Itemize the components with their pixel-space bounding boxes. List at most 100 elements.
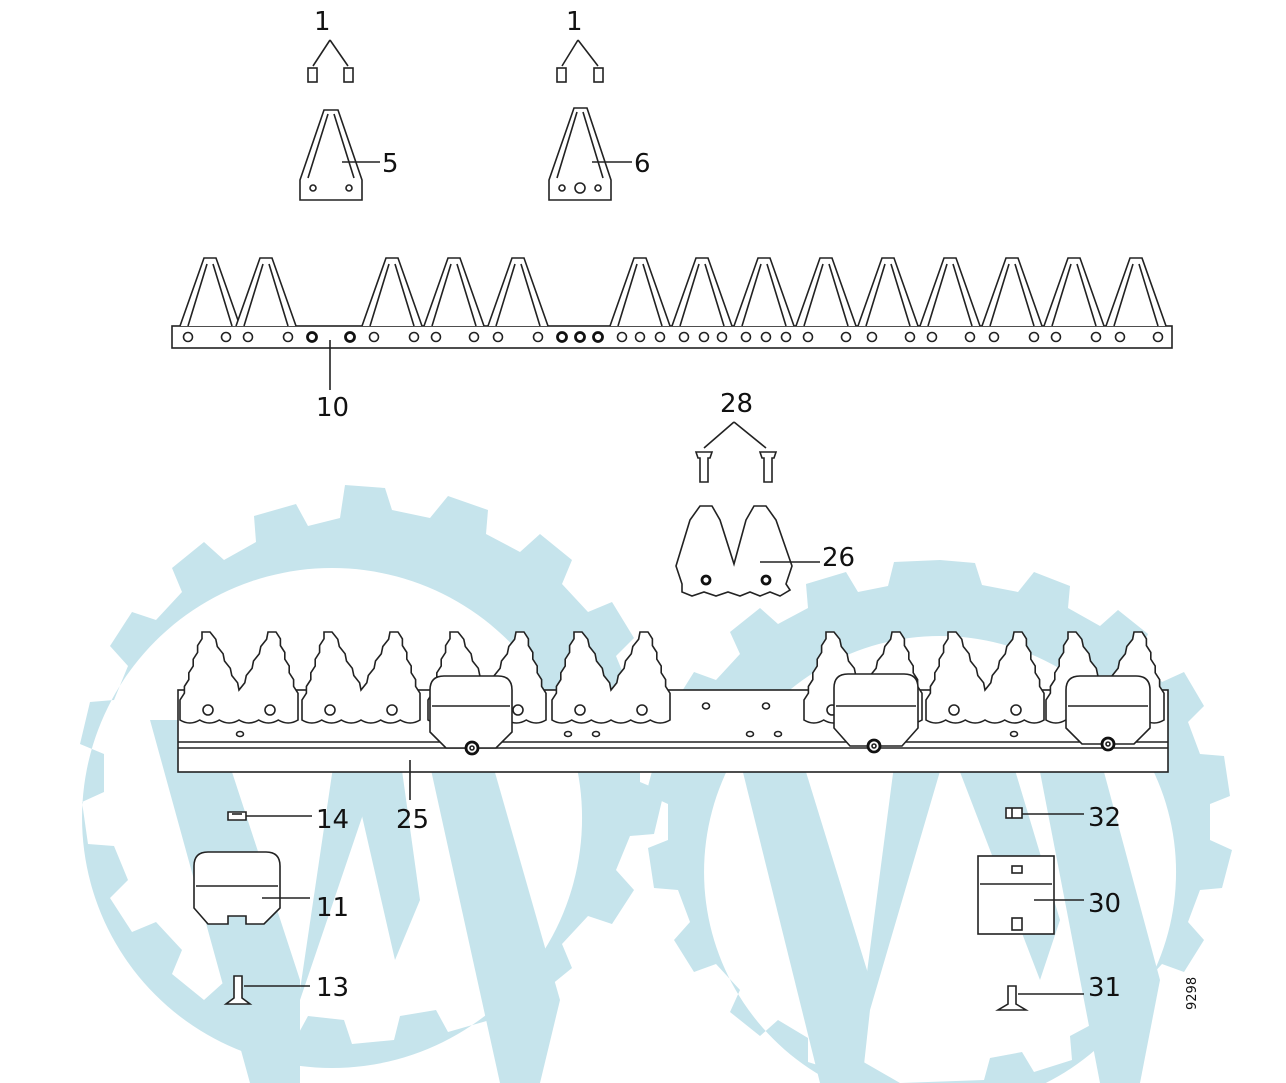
section-bevel [187, 263, 233, 327]
knife-section [423, 257, 485, 327]
section-bevel [803, 263, 849, 327]
serrated-section [551, 631, 671, 724]
rivet [593, 67, 604, 83]
knife-section [857, 257, 919, 327]
section-hole [1010, 704, 1022, 716]
back-groove [178, 741, 1168, 749]
rivet [694, 451, 714, 483]
knife-clamp [429, 675, 513, 756]
knife-sections-row [179, 257, 1167, 327]
callout-label: 30 [1088, 889, 1121, 919]
bar-hole [678, 331, 690, 343]
section-bevel [369, 263, 415, 327]
bar-hole [574, 331, 586, 343]
back-hole [235, 730, 245, 738]
bar-hole [904, 331, 916, 343]
rivet-pair-28 [694, 451, 778, 483]
wear-plate-30: 30 [977, 855, 1121, 935]
back-hole [745, 730, 755, 738]
callout-label: 10 [316, 393, 349, 423]
back-hole [563, 730, 573, 738]
rivet-pair-1-left [307, 67, 354, 83]
back-holes [235, 702, 1019, 738]
callout-label: 32 [1088, 803, 1121, 833]
bar-hole [242, 331, 254, 343]
knife-clamp [833, 673, 919, 754]
bar-hole [866, 331, 878, 343]
callout-label: 26 [822, 543, 855, 573]
rivet [556, 67, 567, 83]
bar-hole [532, 331, 544, 343]
bar-hole [1028, 331, 1040, 343]
callout-label: 31 [1088, 973, 1121, 1003]
knife-section [235, 257, 297, 327]
callout-1-left: 1 [312, 7, 349, 67]
drawing-number: 9298 [1185, 977, 1200, 1010]
callout-label: 25 [396, 805, 429, 835]
back-hole [701, 702, 711, 710]
knife-section [609, 257, 671, 327]
knife-bar-10: 10 [171, 257, 1173, 423]
nut-14: 14 [227, 805, 349, 835]
bar-hole [988, 331, 1000, 343]
bar-hole [556, 331, 568, 343]
knife-section [1105, 257, 1167, 327]
bar-hole [1050, 331, 1062, 343]
knife-section [671, 257, 733, 327]
bar-hole [926, 331, 938, 343]
leader-line [561, 39, 599, 67]
bar-hole [716, 331, 728, 343]
section-hole [324, 704, 336, 716]
bar-hole [760, 331, 772, 343]
section-bevel [1113, 263, 1159, 327]
leader-line [312, 39, 349, 67]
section-bevel [1051, 263, 1097, 327]
bar-hole [182, 331, 194, 343]
bar-hole [840, 331, 852, 343]
bar-hole [592, 331, 604, 343]
section-bevel [741, 263, 787, 327]
knife-section [981, 257, 1043, 327]
knife-back-bar [171, 325, 1173, 349]
knife-section [733, 257, 795, 327]
bar-hole [780, 331, 792, 343]
knife-section-26: 26 [675, 505, 855, 597]
bar-hole [468, 331, 480, 343]
callout-label: 1 [566, 7, 583, 37]
rivet [307, 67, 318, 83]
bar-hole [306, 331, 318, 343]
hold-down-clip-11: 11 [193, 851, 349, 925]
section-bevel [495, 263, 541, 327]
callout-label: 6 [634, 149, 651, 179]
section-hole [202, 704, 214, 716]
nut-32: 32 [1005, 803, 1121, 833]
bar-hole [654, 331, 666, 343]
bar-hole [282, 331, 294, 343]
serrated-section [925, 631, 1045, 724]
section-bevel [865, 263, 911, 327]
bar-hole [344, 331, 356, 343]
callout-1-right: 1 [561, 7, 599, 67]
bar-holes [182, 331, 1164, 343]
rivet [758, 451, 778, 483]
back-hole [761, 702, 771, 710]
section-bevel [927, 263, 973, 327]
knife-section-5: 5 [299, 109, 399, 201]
bar-hole [408, 331, 420, 343]
bar-hole [1152, 331, 1164, 343]
bar-hole [634, 331, 646, 343]
section-bevel [617, 263, 663, 327]
rivet-pair-1-right [556, 67, 604, 83]
leader-line [703, 421, 767, 449]
serrated-section [179, 631, 299, 724]
bar-hole [964, 331, 976, 343]
callout-28: 28 [703, 389, 767, 449]
section-bevel [989, 263, 1035, 327]
section-hole [512, 704, 524, 716]
section-bevel [243, 263, 289, 327]
bar-hole [368, 331, 380, 343]
bar-hole [698, 331, 710, 343]
callout-label: 13 [316, 973, 349, 1003]
bar-hole [802, 331, 814, 343]
